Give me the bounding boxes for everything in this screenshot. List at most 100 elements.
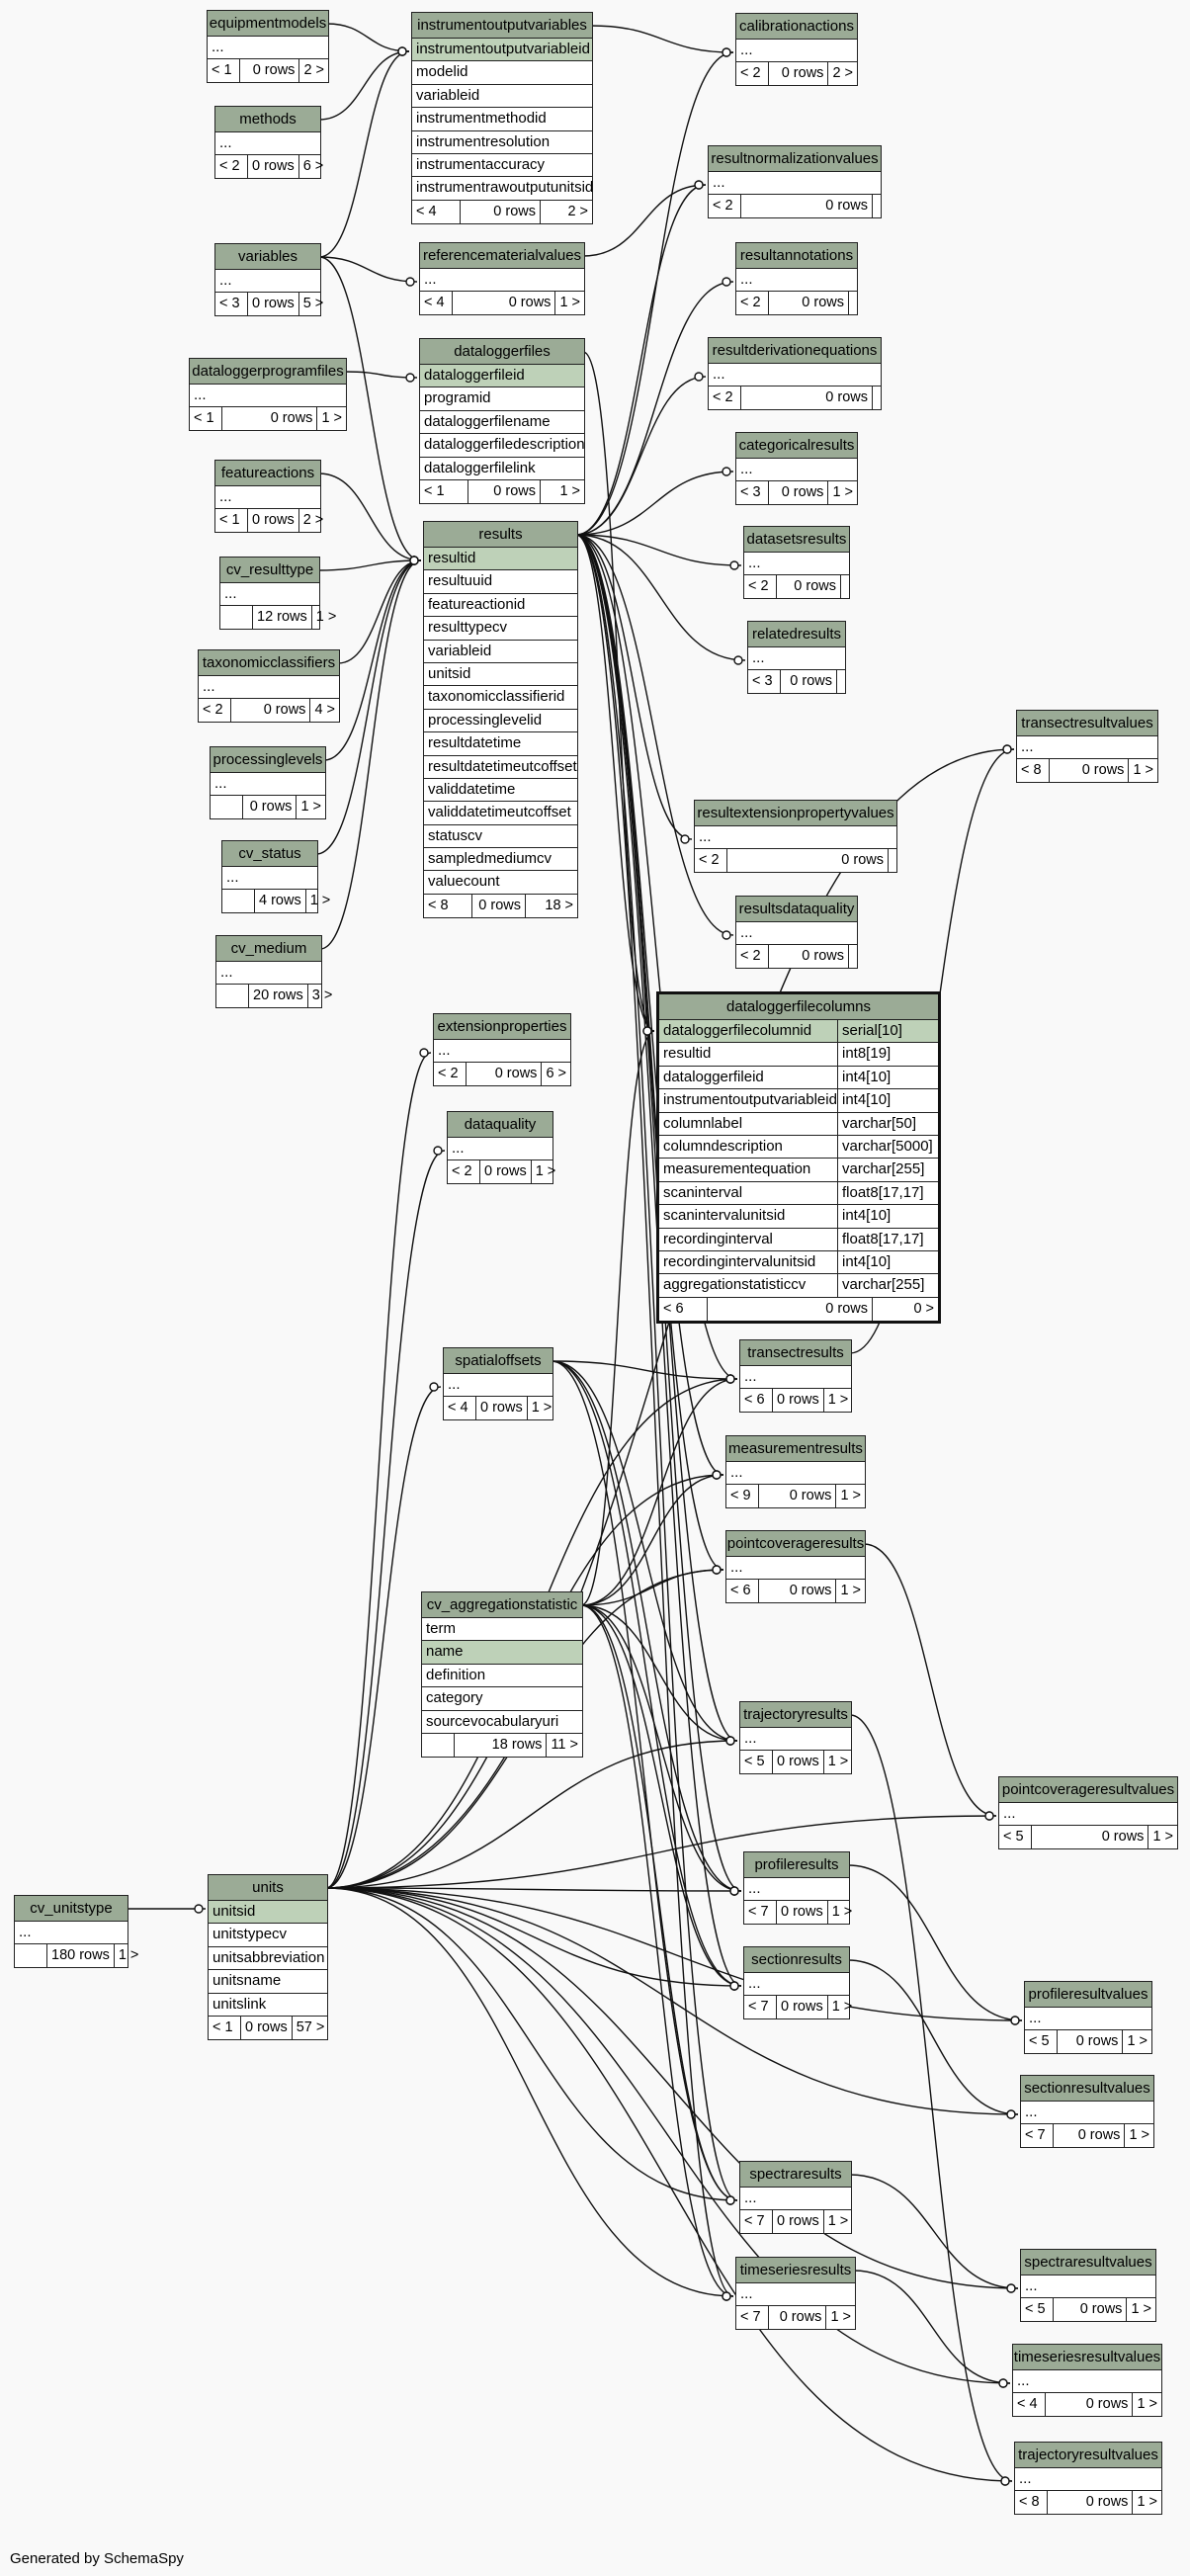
column-row[interactable]: ... bbox=[216, 962, 321, 986]
column-row[interactable]: ... bbox=[190, 385, 346, 408]
column-row[interactable]: ... bbox=[1017, 736, 1157, 760]
column-row[interactable]: dataloggerfilename bbox=[420, 411, 584, 435]
column-row[interactable]: modelid bbox=[412, 61, 592, 85]
column-row[interactable]: instrumentmethodid bbox=[412, 108, 592, 131]
column-row[interactable]: instrumentresolution bbox=[412, 131, 592, 154]
table-header[interactable]: cv_aggregationstatistic bbox=[422, 1592, 582, 1618]
column-row[interactable]: unitslink bbox=[209, 1994, 327, 2017]
table-header[interactable]: resultextensionpropertyvalues bbox=[695, 801, 896, 826]
column-row[interactable]: ... bbox=[709, 364, 881, 387]
table-header[interactable]: resultnormalizationvalues bbox=[709, 146, 881, 172]
table-header[interactable]: instrumentoutputvariables bbox=[412, 13, 592, 39]
column-row[interactable]: variableid bbox=[412, 85, 592, 109]
table-header[interactable]: transectresultvalues bbox=[1017, 711, 1157, 736]
table-header[interactable]: extensionproperties bbox=[434, 1014, 570, 1040]
column-row[interactable]: ... bbox=[1021, 2102, 1153, 2125]
column-row[interactable]: ... bbox=[1025, 2008, 1151, 2031]
column-row[interactable]: ... bbox=[215, 486, 320, 510]
table-header[interactable]: transectresults bbox=[740, 1340, 851, 1366]
column-row[interactable]: resultdatetime bbox=[424, 732, 577, 756]
column-row[interactable]: ... bbox=[434, 1040, 570, 1064]
table-header[interactable]: cv_unitstype bbox=[15, 1896, 128, 1922]
column-row[interactable]: definition bbox=[422, 1665, 582, 1688]
table-header[interactable]: calibrationactions bbox=[736, 14, 857, 40]
table-header[interactable]: trajectoryresultvalues bbox=[1015, 2443, 1161, 2468]
column-row[interactable]: term bbox=[422, 1618, 582, 1642]
column-row[interactable]: ... bbox=[1021, 2275, 1155, 2299]
table-header[interactable]: profileresultvalues bbox=[1025, 1982, 1151, 2008]
column-row[interactable]: ... bbox=[740, 1728, 851, 1752]
column-row[interactable]: ... bbox=[736, 269, 857, 293]
column-row[interactable]: ... bbox=[709, 172, 881, 196]
table-header[interactable]: taxonomicclassifiers bbox=[199, 650, 339, 676]
table-header[interactable]: dataloggerfilecolumns bbox=[659, 994, 938, 1020]
table-header[interactable]: featureactions bbox=[215, 461, 320, 486]
column-row[interactable]: featureactionid bbox=[424, 594, 577, 618]
column-row[interactable]: ... bbox=[736, 40, 857, 63]
column-row[interactable]: instrumentrawoutputunitsid bbox=[412, 177, 593, 201]
column-row[interactable]: unitsid bbox=[424, 663, 577, 687]
column-row[interactable]: ... bbox=[740, 1366, 851, 1390]
table-header[interactable]: variables bbox=[215, 244, 320, 270]
table-header[interactable]: equipmentmodels bbox=[208, 11, 328, 37]
column-row[interactable]: resulttypecv bbox=[424, 617, 577, 641]
table-header[interactable]: relatedresults bbox=[748, 622, 845, 647]
column-row[interactable]: ... bbox=[748, 647, 845, 671]
column-row[interactable]: ... bbox=[208, 37, 328, 60]
column-row[interactable]: ... bbox=[1015, 2468, 1161, 2492]
column-row[interactable]: instrumentoutputvariableid bbox=[412, 39, 592, 62]
table-header[interactable]: referencematerialvalues bbox=[420, 243, 584, 269]
table-header[interactable]: pointcoverageresultvalues bbox=[999, 1777, 1177, 1803]
column-row[interactable]: ... bbox=[1013, 2370, 1161, 2394]
table-header[interactable]: processinglevels bbox=[211, 747, 325, 773]
column-row[interactable]: name bbox=[422, 1641, 582, 1665]
column-row[interactable]: ... bbox=[740, 2188, 851, 2211]
column-row[interactable]: ... bbox=[220, 583, 319, 607]
column-row[interactable]: unitsid bbox=[209, 1901, 327, 1925]
column-row[interactable]: resultdatetimeutcoffset bbox=[424, 756, 577, 779]
table-header[interactable]: spatialoffsets bbox=[444, 1348, 552, 1374]
table-header[interactable]: methods bbox=[215, 107, 320, 132]
column-row[interactable]: variableid bbox=[424, 641, 577, 663]
column-row[interactable]: ... bbox=[726, 1557, 865, 1581]
column-row[interactable]: processinglevelid bbox=[424, 710, 577, 733]
column-row[interactable]: ... bbox=[999, 1803, 1177, 1827]
table-header[interactable]: trajectoryresults bbox=[740, 1702, 851, 1728]
column-row[interactable]: ... bbox=[744, 1973, 849, 1997]
column-row[interactable]: instrumentaccuracy bbox=[412, 154, 592, 178]
table-header[interactable]: timeseriesresults bbox=[736, 2258, 855, 2283]
table-header[interactable]: cv_resulttype bbox=[220, 558, 319, 583]
table-header[interactable]: results bbox=[424, 522, 577, 548]
table-header[interactable]: cv_status bbox=[222, 841, 317, 867]
column-row[interactable]: ... bbox=[736, 2283, 855, 2307]
table-header[interactable]: resultannotations bbox=[736, 243, 857, 269]
column-row[interactable]: ... bbox=[736, 922, 857, 946]
table-header[interactable]: cv_medium bbox=[216, 936, 321, 962]
table-header[interactable]: sectionresultvalues bbox=[1021, 2076, 1153, 2102]
